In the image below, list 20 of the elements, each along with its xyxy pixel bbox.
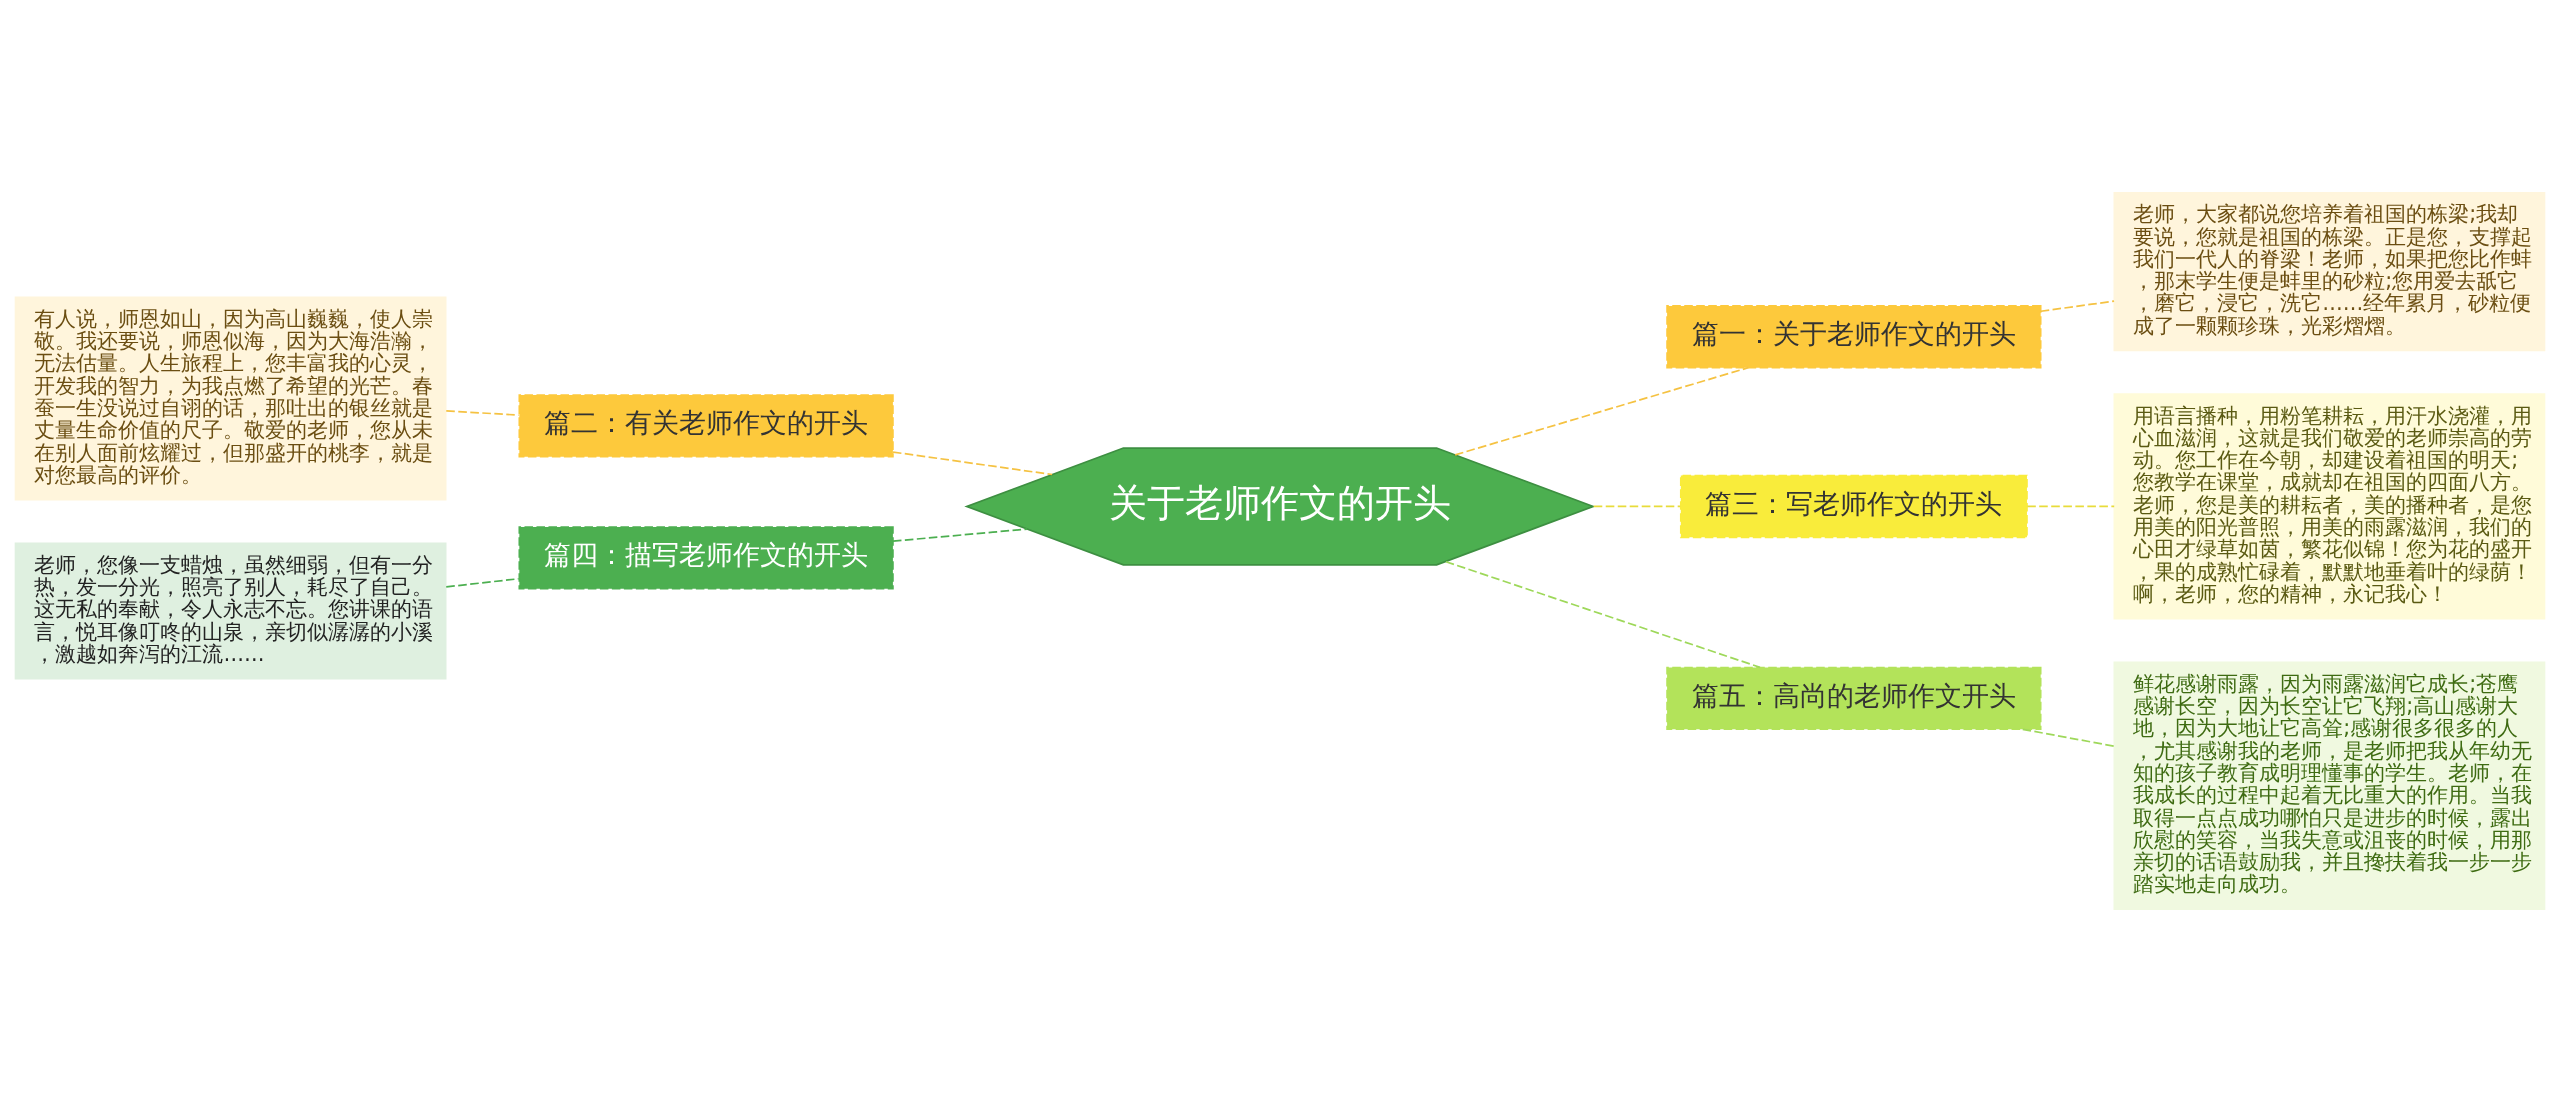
node-box: 篇二：有关老师作文的开头: [518, 393, 894, 458]
node-box: 老师，您像一支蜡烛，虽然细弱，但有一分热，发一分光，照亮了别人，耗尽了自己。这无私的奉献，令人永志不忘。您讲课的语言，悦耳像叮咚的山泉，亲切似潺潺的小溪，激越如奔泻的江流……: [14, 541, 447, 679]
connector: [445, 577, 520, 588]
connector: [1592, 505, 1681, 507]
connector: [2026, 505, 2116, 507]
node-box: 篇一：关于老师作文的开头: [1666, 304, 2042, 368]
connector: [1454, 366, 1750, 456]
node-box: 老师，大家都说您培养着祖国的栋梁;我却要说，您就是祖国的栋梁。正是您，支撑起我们一代人的脊梁！老师，如果把您比作蚌，那末学生便是蚌里的砂粒;您用爱去舐它，磨它，浸它，洗它……经年累月，砂粒便成了一颗颗珍珠，光彩熠熠。: [2113, 191, 2546, 351]
node-box: 篇三：写老师作文的开头: [1679, 474, 2028, 538]
node-box: 用语言播种，用粉笔耕耘，用汗水浇灌，用心血滋润，这就是我们敬爱的老师崇高的劳动。您工作在今朝，却建设着祖国的明天;您教学在课堂，成就却在祖国的四面八方。老师，您是美的耕耘者，美的播种者，是您用美的阳光普照，用美的雨露滋润，我们的心田才绿草如茵，繁花似锦！您为花的盛开，果的成熟忙碌着，默默地垂着叶的绿荫！啊，老师，您的精神，永记我心！: [2113, 392, 2546, 620]
node-box: 有人说，师恩如山，因为高山巍巍，使人崇敬。我还要说，师恩似海，因为大海浩瀚，无法估量。人生旅程上，您丰富我的心灵，开发我的智力，为我点燃了希望的光芒。春蚕一生没说过自诩的话，那吐出的银丝就是丈量生命价值的尺子。敬爱的老师，您从未在别人面前炫耀过，但那盛开的桃李，就是对您最高的评价。: [14, 296, 447, 500]
node-box: 鲜花感谢雨露，因为雨露滋润它成长;苍鹰感谢长空，因为长空让它飞翔;高山感谢大地，因为大地让它高耸;感谢很多很多的人，尤其感谢我的老师，是老师把我从年幼无知的孩子教育成明理懂事的学生。老师，在我成长的过程中起着无比重大的作用。当我取得一点点成功哪怕只是进步的时候，露出欣慰的笑容，当我失意或沮丧的时候，用那亲切的话语鼓励我，并且搀扶着我一步一步踏实地走向成功。: [2113, 661, 2546, 910]
connector: [2039, 299, 2115, 312]
connector: [1445, 560, 1761, 668]
connector: [892, 527, 1028, 542]
node-box: 篇四：描写老师作文的开头: [518, 525, 894, 590]
connector: [445, 409, 520, 416]
connector: [892, 450, 1053, 475]
connector: [2021, 727, 2115, 747]
node-box: 篇五：高尚的老师作文开头: [1666, 666, 2042, 730]
